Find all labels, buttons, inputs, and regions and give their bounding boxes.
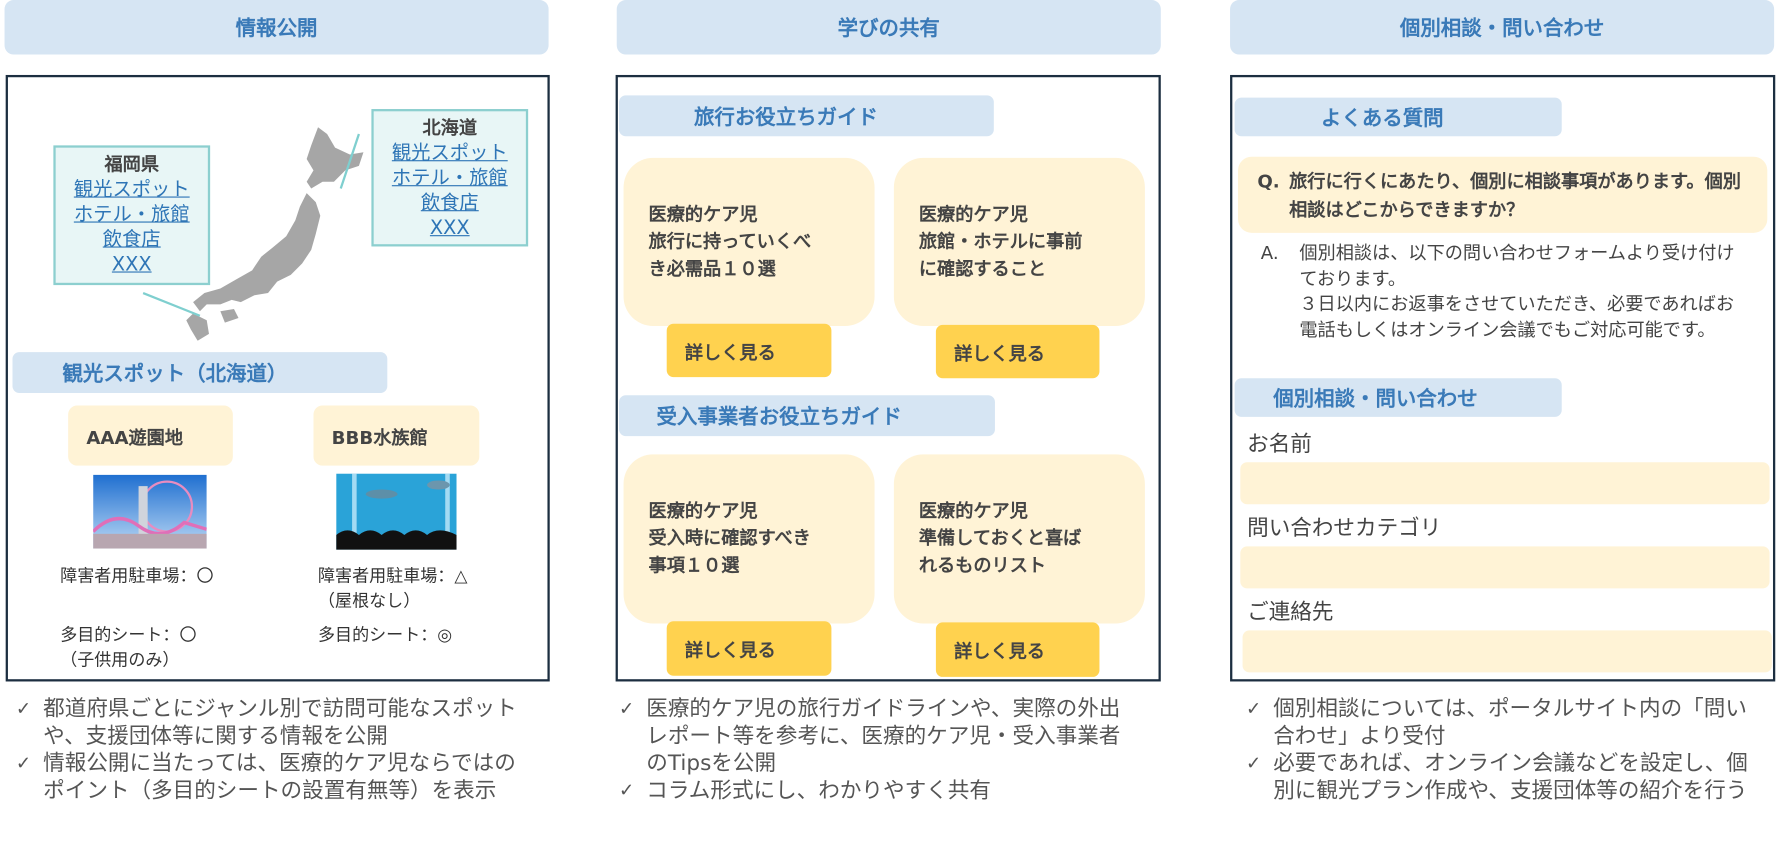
guide-card: 医療的ケア児 旅館・ホテルに事前 に確認すること (893, 157, 1145, 326)
prefecture-box-fukuoka: 福岡県 観光スポット ホテル・旅館 飲食店 XXX (53, 145, 211, 286)
link-other[interactable]: XXX (429, 216, 470, 240)
link-restaurant[interactable]: 飲食店 (420, 191, 479, 215)
link-sightseeing[interactable]: 観光スポット (73, 178, 190, 202)
link-hotel[interactable]: ホテル・旅館 (73, 203, 190, 227)
check-icon: ✓ (1245, 751, 1262, 774)
link-restaurant[interactable]: 飲食店 (102, 228, 161, 252)
column-header-info: 情報公開 (4, 0, 549, 55)
see-more-button[interactable]: 詳しく見る (666, 323, 832, 378)
see-more-button[interactable]: 詳しく見る (935, 622, 1100, 677)
info-bullets: ✓都道府県ごとにジャンル別で訪問可能なスポットや、支援団体等に関する情報を公開 … (16, 695, 525, 804)
spot-card-amusement-park[interactable]: AAA遊園地 (68, 405, 233, 466)
bullet-item: ✓ 必要であれば、オンライン会議などを設定し、個別に観光プラン作成や、支援団体等の… (1246, 750, 1757, 805)
bullet-text: コラム形式にし、わかりやすく共有 (646, 778, 991, 804)
prefecture-name: 北海道 (422, 116, 478, 139)
guide-card: 医療的ケア児 準備しておくと喜ば れるものリスト (893, 454, 1145, 624)
field-label-category: 問い合わせカテゴリ (1247, 515, 1442, 541)
japan-map-icon (142, 127, 364, 341)
link-hotel[interactable]: ホテル・旅館 (391, 166, 508, 190)
bullet-text: 医療的ケア児の旅行ガイドラインや、実際の外出レポート等を参考に、医療的ケア児・受… (646, 696, 1121, 776)
name-input[interactable] (1240, 462, 1770, 505)
check-icon: ✓ (15, 697, 32, 719)
answer-prefix: A. (1260, 241, 1279, 264)
check-icon: ✓ (15, 751, 32, 774)
answer-text: 個別相談は、以下の問い合わせフォームより受け付けております。 ３日以内にお返事を… (1299, 241, 1735, 341)
section-label-faq: よくある質問 (1234, 97, 1562, 137)
learning-panel (615, 74, 1161, 682)
bullet-item: ✓ 個別相談については、ポータルサイト内の「問い合わせ」より受付 (1246, 695, 1757, 750)
consult-bullets: ✓ 個別相談については、ポータルサイト内の「問い合わせ」より受付 ✓ 必要であれば、… (1246, 695, 1757, 804)
bullet-item: ✓ 都道府県ごとにジャンル別で訪問可能なスポットや、支援団体等に関する情報を公開 (16, 695, 525, 750)
column-header-consult: 個別相談・問い合わせ (1230, 0, 1775, 55)
prefecture-name: 福岡県 (104, 153, 160, 175)
contact-input[interactable] (1242, 630, 1772, 673)
section-label-contact: 個別相談・問い合わせ (1234, 378, 1562, 417)
consult-panel (1230, 74, 1776, 682)
link-other[interactable]: XXX (111, 253, 152, 276)
learning-bullets: ✓ 医療的ケア児の旅行ガイドラインや、実際の外出レポート等を参考に、医療的ケア児・… (619, 695, 1130, 804)
spot-parking-info: 障害者用駐車場：〇 (60, 565, 214, 587)
question-text: 旅行に行くにあたり、個別に相談事項があります。個別相談はどこからできますか？ (1289, 170, 1741, 221)
column-header-learning: 学びの共有 (616, 0, 1161, 55)
guide-card: 医療的ケア児 旅行に持っていくべ き必需品１０選 (623, 157, 875, 326)
question-prefix: Q. (1257, 170, 1280, 192)
bullet-item: ✓ コラム形式にし、わかりやすく共有 (619, 777, 1130, 804)
category-input[interactable] (1240, 546, 1770, 589)
faq-answer: A. 個別相談は、以下の問い合わせフォームより受け付けております。 ３日以内にお… (1261, 241, 1749, 343)
bullet-text: 必要であれば、オンライン会議などを設定し、個別に観光プラン作成や、支援団体等の紹… (1273, 750, 1748, 804)
spot-seat-info: 多目的シート：〇 （子供用のみ） (60, 624, 197, 671)
section-label-spots: 観光スポット（北海道） (12, 352, 388, 393)
spot-parking-info: 障害者用駐車場：△ （屋根なし） (318, 565, 468, 612)
see-more-button[interactable]: 詳しく見る (935, 324, 1100, 379)
field-label-contact: ご連絡先 (1247, 599, 1334, 625)
section-label-travel-guide: 旅行お役立ちガイド (619, 95, 994, 137)
spot-card-aquarium[interactable]: BBB水族館 (313, 405, 480, 466)
bullet-text: 個別相談については、ポータルサイト内の「問い合わせ」より受付 (1273, 696, 1747, 749)
bullet-text: 都道府県ごとにジャンル別で訪問可能なスポットや、支援団体等に関する情報を公開 (43, 696, 517, 749)
link-sightseeing[interactable]: 観光スポット (391, 141, 508, 165)
see-more-button[interactable]: 詳しく見る (666, 621, 832, 676)
check-icon: ✓ (619, 779, 635, 801)
check-icon: ✓ (1245, 697, 1262, 719)
section-label-provider-guide: 受入事業者お役立ちガイド (619, 395, 995, 437)
amusement-park-image (93, 474, 207, 549)
info-panel (5, 74, 550, 682)
spot-seat-info: 多目的シート：◎ (318, 624, 453, 646)
guide-card: 医療的ケア児 受入時に確認すべき 事項１０選 (623, 454, 875, 624)
prefecture-box-hokkaido: 北海道 観光スポット ホテル・旅館 飲食店 XXX (371, 109, 529, 247)
bullet-item: ✓ 情報公開に当たっては、医療的ケア児ならではのポイント（多目的シートの設置有無等… (16, 750, 525, 805)
bullet-text: 情報公開に当たっては、医療的ケア児ならではのポイント（多目的シートの設置有無等）… (43, 750, 516, 804)
faq-question[interactable]: Q. 旅行に行くにあたり、個別に相談事項があります。個別相談はどこからできますか… (1238, 156, 1768, 233)
field-label-name: お名前 (1247, 431, 1312, 457)
bullet-item: ✓ 医療的ケア児の旅行ガイドラインや、実際の外出レポート等を参考に、医療的ケア児・… (619, 695, 1130, 777)
check-icon: ✓ (619, 697, 635, 719)
aquarium-image (336, 473, 457, 550)
